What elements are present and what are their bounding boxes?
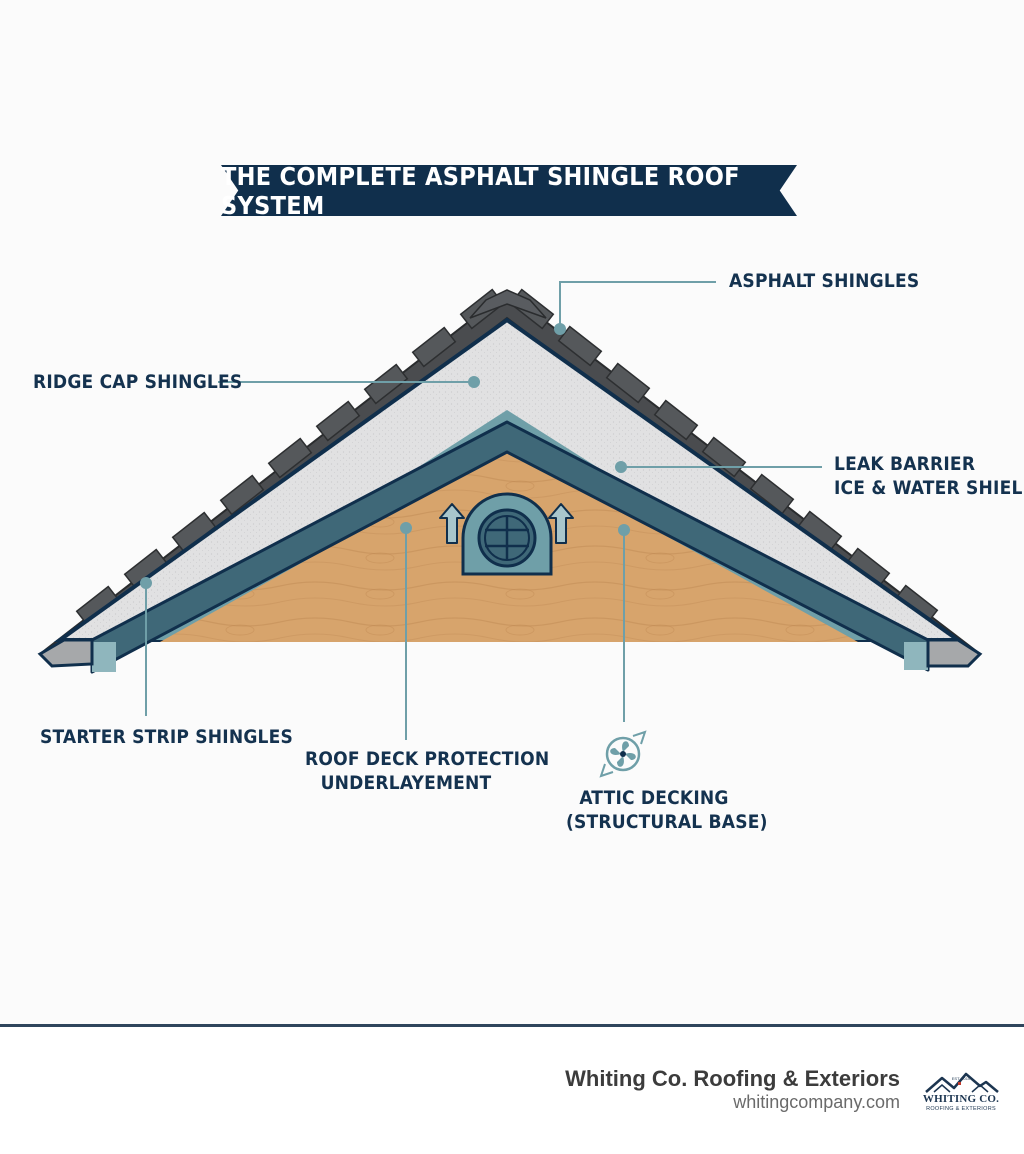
label-starter-strip: STARTER STRIP SHINGLES: [40, 726, 294, 748]
vent-icon: [461, 492, 553, 576]
label-leak-barrier: LEAK BARRIER ICE & WATER SHIELD: [834, 452, 1024, 500]
leader-lines: [140, 281, 822, 740]
label-roof-deck-line-2: UNDERLAYEMENT: [320, 772, 492, 794]
label-attic-decking-line-1: ATTIC DECKING: [579, 787, 729, 809]
diagram-title: THE COMPLETE ASPHALT SHINGLE ROOF SYSTEM: [221, 161, 740, 220]
fan-icon: [599, 730, 647, 778]
footer-divider: [0, 1024, 1024, 1027]
roof-deck-protection-layer: [90, 420, 930, 674]
logo-est: EST. 2010: [951, 1076, 971, 1081]
label-leak-barrier-line-1: LEAK BARRIER: [834, 453, 976, 475]
logo-subtitle: ROOFING & EXTERIORS: [926, 1106, 996, 1112]
company-url: whitingcompany.com: [733, 1092, 900, 1112]
footer: [0, 1027, 1024, 1154]
label-asphalt-shingles: ASPHALT SHINGLES: [729, 270, 920, 292]
company-name: Whiting Co. Roofing & Exteriors: [565, 1066, 900, 1091]
logo-house-icon: [925, 1072, 999, 1093]
logo-wordmark: WHITING CO.: [922, 1093, 1000, 1105]
label-attic-decking-line-2: (STRUCTURAL BASE): [566, 811, 768, 833]
roof-cross-section: [37, 281, 983, 778]
label-attic-decking: ATTIC DECKING (STRUCTURAL BASE): [566, 786, 768, 834]
asphalt-shingles-layer: [38, 288, 982, 668]
label-roof-deck-line-1: ROOF DECK PROTECTION: [305, 748, 550, 770]
airflow-up-arrow-icon: [439, 503, 574, 544]
label-leak-barrier-line-2: ICE & WATER SHIELD: [834, 477, 1024, 499]
title-banner: [221, 165, 797, 216]
label-ridge-cap-shingles: RIDGE CAP SHINGLES: [33, 371, 243, 393]
label-roof-deck-protection: ROOF DECK PROTECTION UNDERLAYEMENT: [305, 747, 550, 795]
